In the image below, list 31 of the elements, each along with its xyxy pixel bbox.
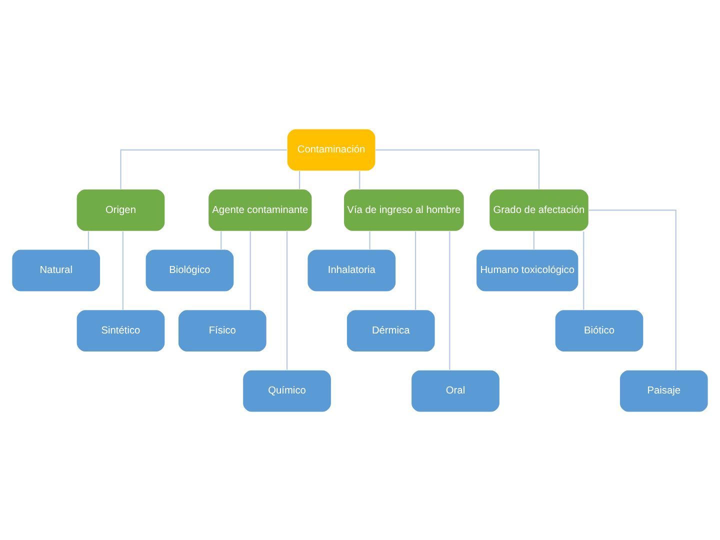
node-box: Vía de ingreso al hombre bbox=[343, 188, 465, 232]
node-box: Humano toxicológico bbox=[476, 248, 579, 292]
node-box: Agente contaminante bbox=[208, 188, 312, 232]
node-box: Inhalatoria bbox=[307, 248, 396, 292]
node-box: Paisaje bbox=[619, 369, 709, 412]
connector bbox=[376, 148, 540, 189]
connector bbox=[120, 148, 287, 189]
node-box: Origen bbox=[76, 188, 166, 232]
node-box: Biótico bbox=[554, 308, 644, 352]
node-box: Físico bbox=[178, 308, 268, 352]
connector bbox=[299, 170, 300, 189]
connector bbox=[220, 230, 222, 249]
node-box: Contaminación bbox=[286, 128, 376, 171]
connector bbox=[583, 231, 584, 310]
node-box: Dérmica bbox=[346, 308, 436, 352]
connector bbox=[286, 230, 288, 370]
node-box: Biológico bbox=[145, 248, 234, 292]
connector bbox=[415, 231, 416, 310]
connector bbox=[359, 170, 360, 189]
connector bbox=[449, 230, 450, 370]
node-box: Natural bbox=[11, 248, 101, 292]
node-box: Oral bbox=[410, 369, 500, 412]
connector bbox=[533, 230, 534, 249]
connector bbox=[122, 231, 124, 310]
connector bbox=[250, 231, 251, 310]
connector bbox=[88, 230, 89, 249]
node-box: Grado de afectación bbox=[488, 188, 590, 232]
connector bbox=[588, 209, 676, 370]
node-box: Sintético bbox=[76, 308, 166, 352]
node-box: Químico bbox=[242, 369, 332, 412]
connector bbox=[369, 230, 370, 249]
